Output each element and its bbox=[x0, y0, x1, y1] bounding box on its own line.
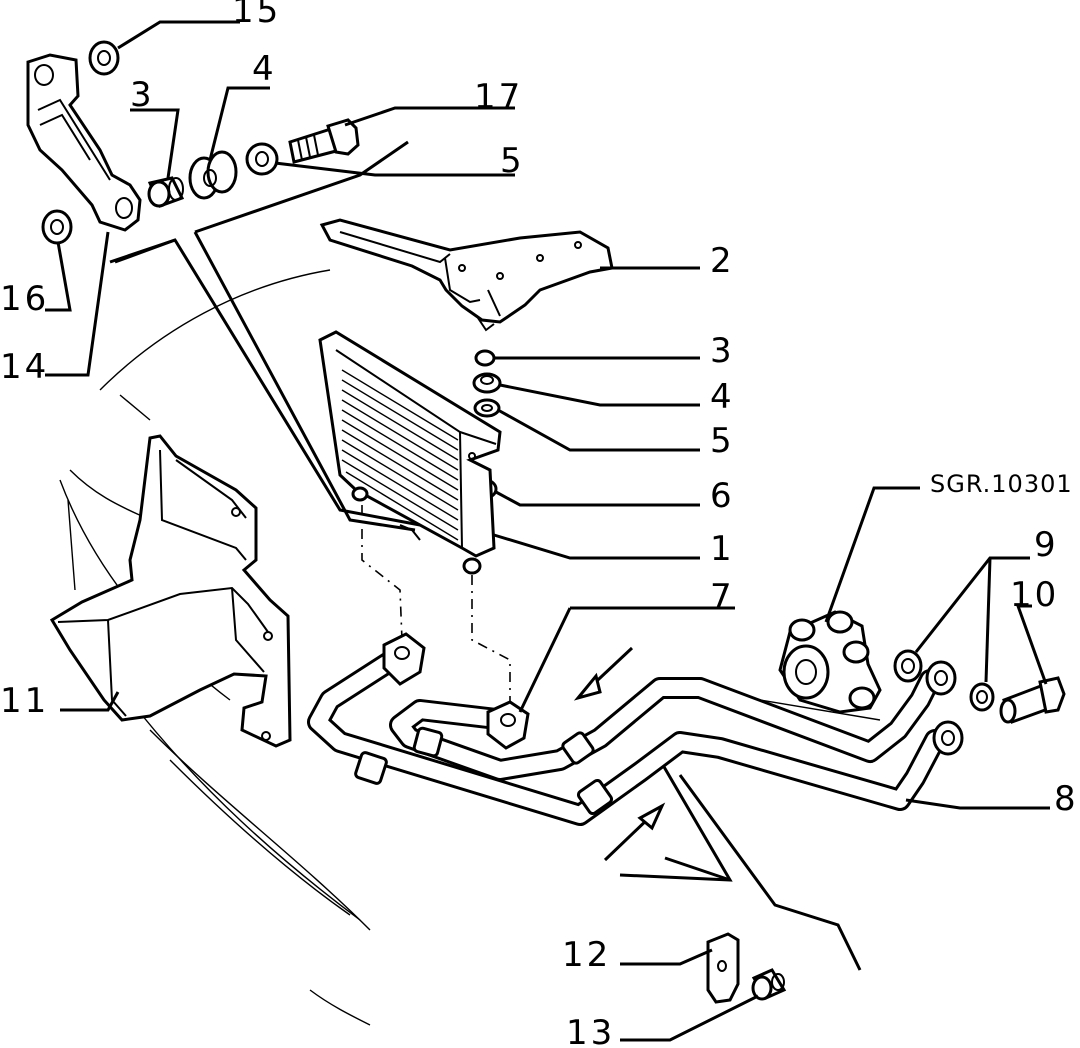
part-2-support-bracket bbox=[319, 218, 614, 332]
callout-11: 11 bbox=[0, 681, 49, 721]
callout-17: 17 bbox=[474, 77, 523, 117]
callout-13: 13 bbox=[566, 1013, 615, 1048]
flow-arrows bbox=[573, 646, 666, 862]
callout-5-right: 5 bbox=[710, 421, 735, 461]
callout-3-right: 3 bbox=[710, 331, 735, 371]
part-17-bolt bbox=[288, 118, 360, 164]
callout-5-top: 5 bbox=[500, 141, 525, 181]
part-9-seal-b bbox=[969, 682, 995, 712]
callout-10: 10 bbox=[1010, 575, 1059, 615]
callout-3-top: 3 bbox=[130, 75, 155, 115]
callout-6: 6 bbox=[710, 476, 735, 516]
part-16-nut bbox=[41, 209, 73, 245]
part-7-8-oil-pipes bbox=[307, 632, 964, 826]
callout-15: 15 bbox=[232, 0, 281, 31]
part-4-bush-right bbox=[472, 372, 502, 394]
callout-8: 8 bbox=[1054, 779, 1079, 819]
part-12-clamp bbox=[706, 932, 740, 1004]
part-13-bush bbox=[751, 968, 787, 1001]
part-3-spacer-right bbox=[474, 349, 496, 367]
callout-7: 7 bbox=[710, 577, 735, 617]
callout-leaders bbox=[45, 20, 1050, 1042]
part-9-seal-a bbox=[893, 649, 923, 683]
callout-1: 1 bbox=[710, 529, 735, 569]
part-14-mount-bracket bbox=[26, 53, 142, 232]
part-15-nut bbox=[88, 40, 120, 76]
part-4-bush-top bbox=[188, 150, 238, 200]
cooler-fins bbox=[341, 369, 459, 541]
callout-12: 12 bbox=[562, 935, 611, 975]
part-11-shield-duct bbox=[49, 434, 292, 748]
part-5-washer-top bbox=[245, 142, 279, 176]
callout-4-right: 4 bbox=[710, 377, 735, 417]
reference-code: SGR.10301 bbox=[930, 470, 1073, 498]
callout-4-top: 4 bbox=[252, 49, 277, 89]
part-5-washer-right bbox=[473, 398, 501, 418]
callout-9: 9 bbox=[1034, 525, 1059, 565]
part-3-spacer-top bbox=[147, 176, 185, 208]
alignment-dashes bbox=[361, 505, 511, 705]
leader-lines-main bbox=[109, 140, 862, 971]
callout-2: 2 bbox=[710, 241, 735, 281]
part-1-oil-cooler bbox=[318, 330, 502, 575]
callout-16: 16 bbox=[0, 279, 49, 319]
part-10-banjo-bolt bbox=[999, 676, 1066, 724]
oil-filter-adapter bbox=[778, 610, 882, 714]
callout-14: 14 bbox=[0, 347, 49, 387]
